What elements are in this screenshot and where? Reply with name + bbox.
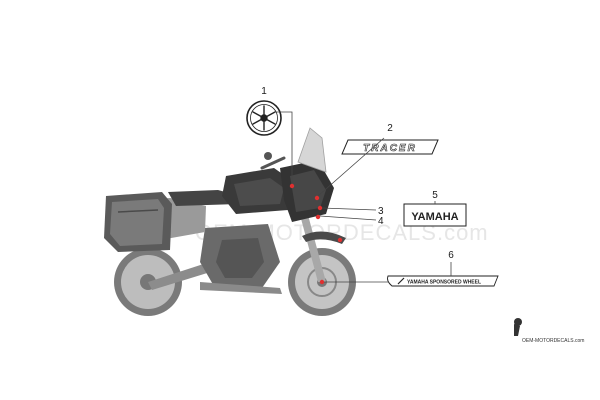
callout-3: 3 <box>378 206 384 217</box>
callout-2: 2 <box>387 123 393 134</box>
tracer-logo-text: TRACER <box>363 143 417 154</box>
footer-site-text: OEM-MOTORDECALS.com <box>522 338 584 344</box>
side-case <box>104 192 172 252</box>
tracer-logo-decal[interactable]: TRACER <box>341 139 439 155</box>
callout-5: 5 <box>432 190 438 201</box>
emblem-decal[interactable] <box>246 100 282 136</box>
bird-logo-icon <box>514 318 522 336</box>
callout-1: 1 <box>261 86 267 97</box>
callout-6: 6 <box>448 250 454 261</box>
yamaha-logo-decal[interactable]: YAMAHA <box>403 203 467 227</box>
sponsored-stripe-text: YAMAHA SPONSORED WHEEL <box>407 280 481 286</box>
leader-lines <box>274 111 452 283</box>
callout-4: 4 <box>378 216 384 227</box>
yamaha-logo-text: YAMAHA <box>411 211 458 223</box>
location-markers <box>289 183 343 285</box>
tuning-fork-icon <box>252 105 276 131</box>
sponsored-stripe-decal[interactable]: YAMAHA SPONSORED WHEEL <box>387 275 499 287</box>
motorcycle-illustration <box>104 127 356 316</box>
site-logo: OEM-MOTORDECALS.com <box>514 318 584 344</box>
